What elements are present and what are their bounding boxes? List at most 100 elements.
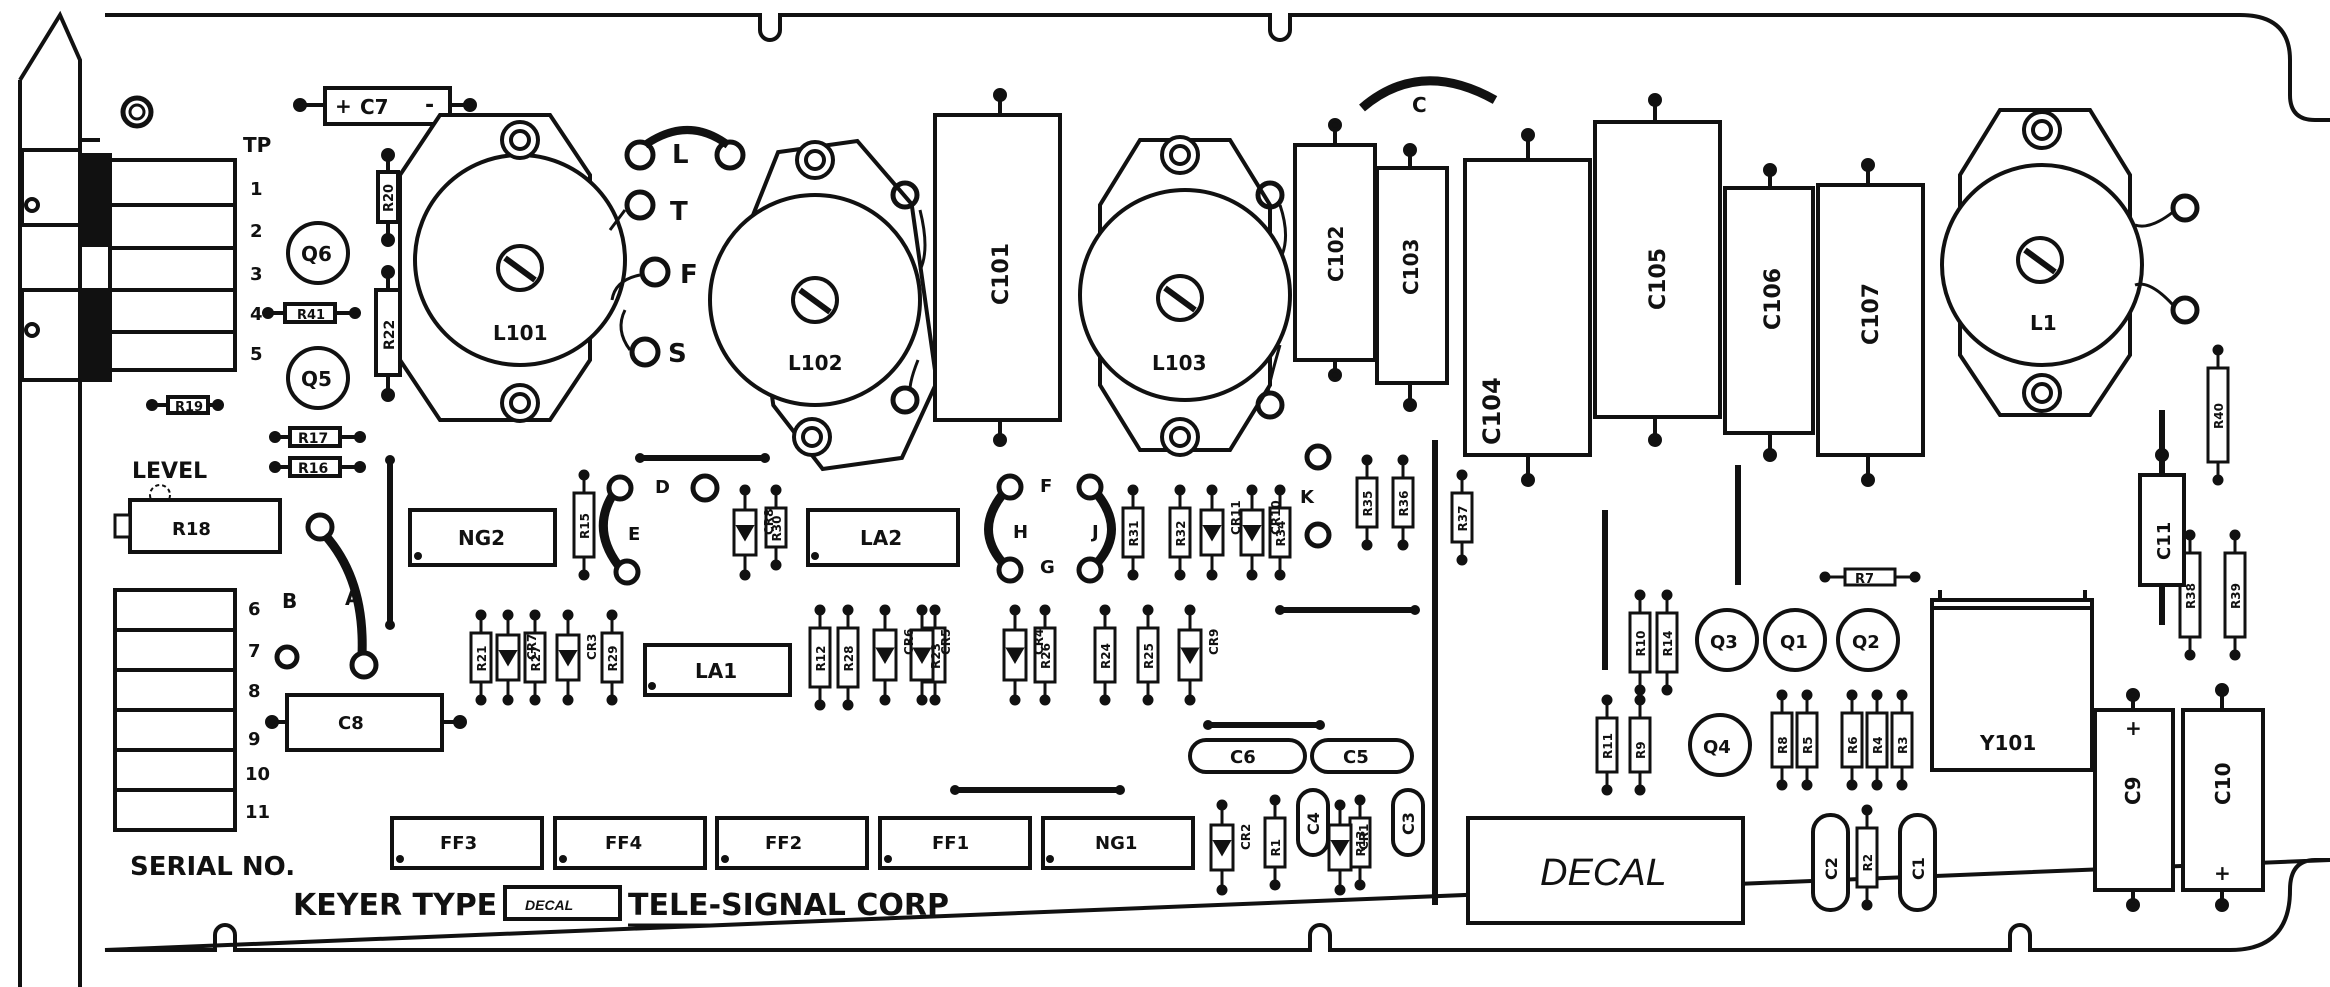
label-c1: C1 — [1909, 857, 1928, 880]
capacitor-c6 — [1188, 738, 1307, 774]
diode-cr5 — [909, 604, 935, 706]
label-r16: R16 — [298, 461, 328, 477]
module-ng1 — [1041, 816, 1195, 870]
jumper-label-f: F — [1040, 476, 1052, 497]
resistor-r29 — [600, 609, 624, 706]
label-r7: R7 — [1855, 572, 1874, 587]
label-q6: Q6 — [301, 242, 332, 266]
label-cr7: CR7 — [525, 634, 539, 660]
resistor-r41 — [262, 302, 361, 324]
keyer-type-label: KEYER TYPE — [293, 888, 497, 923]
label-ff4: FF4 — [605, 833, 642, 854]
diode-cr3 — [555, 609, 581, 706]
capacitor-c9 — [2093, 688, 2175, 912]
jumper-e — [598, 474, 641, 586]
capacitor-c104 — [1463, 128, 1592, 487]
serial-label: SERIAL NO. — [130, 852, 295, 882]
label-la1: LA1 — [695, 659, 737, 683]
resistor-r17 — [269, 426, 366, 448]
terminal-label-s: S — [668, 339, 687, 369]
pad-k — [1304, 443, 1332, 471]
label-la2: LA2 — [860, 526, 902, 550]
label-ng2: NG2 — [458, 526, 505, 550]
jumper-label-b: B — [282, 589, 297, 613]
transformer-l1 — [1940, 108, 2200, 417]
label-r24: R24 — [1099, 643, 1113, 669]
label-r6: R6 — [1846, 736, 1860, 754]
label-c8: C8 — [338, 713, 364, 734]
resistor-r6 — [1840, 689, 1864, 791]
label-q5: Q5 — [301, 367, 332, 391]
label-c101: C101 — [989, 243, 1014, 305]
diode-cr8 — [732, 484, 758, 581]
capacitor-c8 — [265, 693, 467, 752]
jumper-label-g: G — [1040, 557, 1055, 578]
resistor-r37 — [1450, 469, 1474, 566]
label-q1: Q1 — [1780, 632, 1808, 653]
label-ff2: FF2 — [765, 833, 802, 854]
jumper-label-k: K — [1300, 487, 1315, 508]
jumper-a — [305, 512, 379, 680]
resistor-r39 — [2223, 529, 2247, 661]
resistor-r26 — [1033, 604, 1057, 706]
capacitor-c10 — [2181, 683, 2265, 912]
resistor-r7 — [1819, 567, 1921, 587]
label-r14: R14 — [1661, 631, 1675, 657]
resistor-r3 — [1890, 689, 1914, 791]
resistor-r27 — [523, 609, 547, 706]
terminal-s — [629, 336, 661, 368]
capacitor-c7 — [293, 86, 477, 126]
diode-cr10 — [1239, 484, 1265, 581]
resistor-r32 — [1168, 484, 1192, 581]
pad-d — [690, 473, 720, 503]
label-cr1: CR1 — [1357, 824, 1371, 850]
resistor-r19 — [146, 395, 224, 415]
label-r19: R19 — [175, 400, 203, 415]
capacitor-c107 — [1816, 158, 1925, 487]
edge-connector — [18, 10, 112, 987]
resistor-r10 — [1628, 589, 1652, 696]
resistor-r21 — [469, 609, 493, 706]
label-r35: R35 — [1361, 491, 1375, 517]
label-c5: C5 — [1343, 747, 1369, 768]
jumper-label-a: A — [345, 586, 361, 610]
label-c6: C6 — [1230, 747, 1256, 768]
tp-number: 4 — [250, 304, 263, 325]
capacitor-c102 — [1293, 118, 1377, 382]
resistor-r1 — [1263, 794, 1287, 891]
label-c10: C10 — [2211, 762, 2235, 805]
diode-cr11 — [1199, 484, 1225, 581]
transformer-l101 — [398, 113, 627, 423]
level-label: LEVEL — [132, 459, 207, 484]
label-r21: R21 — [475, 646, 489, 672]
label-l1: L1 — [2030, 311, 2057, 335]
label-r36: R36 — [1397, 491, 1411, 517]
label-c7: C7 — [360, 95, 389, 119]
label-r29: R29 — [606, 646, 620, 672]
terminal-label-f: F — [680, 260, 698, 290]
diode-cr4 — [1002, 604, 1028, 706]
diode-cr7 — [495, 609, 521, 706]
tp-number: 6 — [248, 599, 261, 620]
capacitor-c101 — [933, 88, 1062, 447]
label-r30: R30 — [770, 516, 784, 542]
pad-b — [274, 644, 300, 670]
label-c105: C105 — [1646, 248, 1671, 310]
diode-cr9 — [1177, 604, 1203, 706]
minus-sign: - — [425, 93, 434, 118]
label-q2: Q2 — [1852, 632, 1880, 653]
label-c9: C9 — [2121, 776, 2145, 805]
label-r27: R27 — [529, 646, 543, 672]
jumper-label-d: D — [655, 477, 670, 498]
label-r38: R38 — [2184, 583, 2198, 609]
label-r37: R37 — [1456, 506, 1470, 532]
label-r28: R28 — [842, 646, 856, 672]
label-r8: R8 — [1776, 736, 1790, 754]
resistor-r28 — [836, 604, 860, 711]
decal-box-text: DECAL — [1540, 852, 1667, 894]
label-c103: C103 — [1399, 239, 1423, 295]
diode-cr2 — [1209, 799, 1235, 896]
label-r3: R3 — [1896, 736, 1910, 754]
label-cr11: CR11 — [1229, 500, 1243, 535]
label-y101: Y101 — [1979, 731, 2036, 755]
